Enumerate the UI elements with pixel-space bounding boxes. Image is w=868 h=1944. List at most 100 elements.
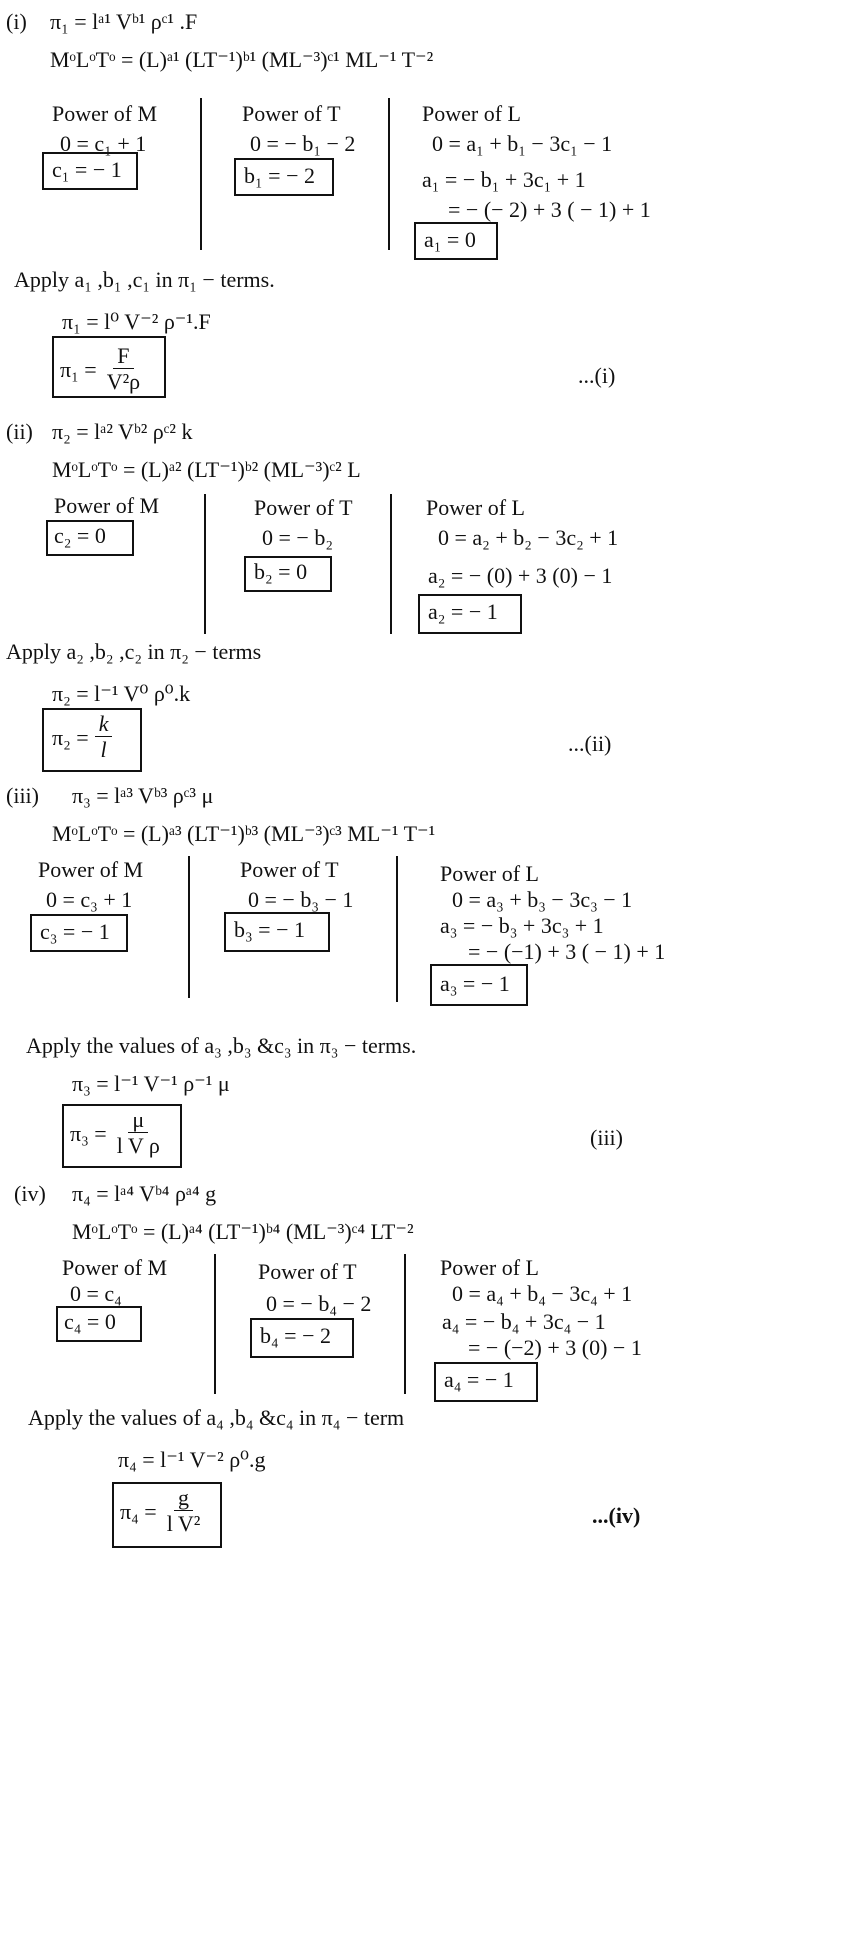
result-lhs: π₂ = — [52, 724, 89, 750]
result-box — [244, 556, 332, 592]
power-l-equation: 0 = a₁ + b₁ − 3c₁ − 1 — [432, 131, 613, 156]
numerator: g — [174, 1486, 194, 1511]
result-box — [42, 152, 138, 190]
denominator: l — [100, 737, 107, 762]
column-divider — [404, 1254, 406, 1394]
pi-definition: π₂ = lᵃ² Vᵇ² ρᶜ² k — [52, 419, 193, 444]
pi-definition: π₄ = lᵃ⁴ Vᵇ⁴ ρᵃ⁴ g — [72, 1181, 217, 1206]
power-m-title: Power of M — [54, 493, 160, 518]
power-t-equation: 0 = − b₃ − 1 — [248, 887, 354, 912]
power-m-equation: 0 = c₄ — [70, 1281, 122, 1306]
denominator: l V ρ — [116, 1133, 160, 1158]
substitution: π₃ = l⁻¹ V⁻¹ ρ⁻¹ μ — [72, 1071, 230, 1096]
power-t-result: b₄ = − 2 — [260, 1323, 331, 1348]
result-box — [56, 1306, 142, 1342]
fraction: g l V² — [163, 1486, 205, 1537]
power-m-result: c₃ = − 1 — [40, 919, 110, 944]
power-t-result: b₁ = − 2 — [244, 163, 315, 188]
result-lhs: π₃ = — [70, 1120, 107, 1146]
power-l-equation: a₄ = − b₄ + 3c₄ − 1 — [442, 1309, 606, 1334]
column-divider — [396, 856, 398, 1002]
power-m-title: Power of M — [52, 101, 158, 126]
final-result: π₄ = g l V² — [120, 1486, 204, 1537]
column-divider — [188, 856, 190, 998]
fraction: μ l V ρ — [113, 1108, 164, 1159]
fraction: k l — [94, 712, 113, 763]
apply-statement: Apply a₂ ,b₂ ,c₂ in π₂ − terms — [6, 639, 262, 664]
pi-definition: π₁ = lᵃ¹ Vᵇ¹ ρᶜ¹ .F — [50, 9, 198, 34]
equation-tag: ...(ii) — [568, 731, 612, 756]
dimension-equation: MᵒLᵒTᵒ = (L)ᵃ⁴ (LT⁻¹)ᵇ⁴ (ML⁻³)ᶜ⁴ LT⁻² — [72, 1219, 414, 1244]
power-l-title: Power of L — [440, 861, 539, 886]
power-t-title: Power of T — [240, 857, 339, 882]
result-lhs: π₄ = — [120, 1498, 157, 1524]
substitution: π₁ = l⁰ V⁻² ρ⁻¹.F — [62, 309, 211, 334]
dimension-equation: MᵒLᵒTᵒ = (L)ᵃ³ (LT⁻¹)ᵇ³ (ML⁻³)ᶜ³ ML⁻¹ T⁻… — [52, 821, 436, 846]
final-result: π₂ = k l — [52, 712, 113, 763]
denominator: V²ρ — [106, 369, 141, 394]
power-l-equation: a₂ = − (0) + 3 (0) − 1 — [428, 563, 613, 588]
power-l-equation: 0 = a₄ + b₄ − 3c₄ + 1 — [452, 1281, 633, 1306]
column-divider — [390, 494, 392, 634]
power-l-title: Power of L — [426, 495, 525, 520]
power-t-result: b₂ = 0 — [254, 559, 308, 584]
power-l-title: Power of L — [440, 1255, 539, 1280]
power-l-equation: a₃ = − b₃ + 3c₃ + 1 — [440, 913, 604, 938]
result-box — [434, 1362, 538, 1402]
column-divider — [200, 98, 202, 250]
power-l-equation: = − (−2) + 3 (0) − 1 — [468, 1335, 642, 1360]
numerator: μ — [128, 1108, 149, 1133]
power-l-equation: = − (− 2) + 3 ( − 1) + 1 — [448, 197, 651, 222]
part-label: (ii) — [6, 419, 33, 444]
substitution: π₄ = l⁻¹ V⁻² ρ⁰.g — [118, 1447, 266, 1472]
part-label: (i) — [6, 9, 27, 34]
substitution: π₂ = l⁻¹ V⁰ ρ⁰.k — [52, 681, 191, 706]
numerator: F — [113, 344, 134, 369]
equation-tag: ...(i) — [578, 363, 616, 388]
final-result: π₁ = F V²ρ — [60, 344, 144, 395]
power-m-result: c₄ = 0 — [64, 1309, 116, 1334]
apply-statement: Apply a₁ ,b₁ ,c₁ in π₁ − terms. — [14, 267, 275, 292]
result-box — [418, 594, 522, 634]
dimension-equation: MᵒLᵒTᵒ = (L)ᵃ² (LT⁻¹)ᵇ² (ML⁻³)ᶜ² L — [52, 457, 361, 482]
result-box — [430, 964, 528, 1006]
result-box — [30, 914, 128, 952]
power-t-equation: 0 = − b₂ — [262, 525, 333, 550]
result-box — [414, 222, 498, 260]
power-m-result: c₁ = − 1 — [52, 157, 122, 182]
power-l-result: a₄ = − 1 — [444, 1367, 514, 1392]
final-result-box — [112, 1482, 222, 1548]
power-l-equation: a₁ = − b₁ + 3c₁ + 1 — [422, 167, 586, 192]
apply-statement: Apply the values of a₄ ,b₄ &c₄ in π₄ − t… — [28, 1405, 405, 1430]
result-box — [46, 520, 134, 556]
power-l-result: a₁ = 0 — [424, 227, 476, 252]
power-l-equation: 0 = a₂ + b₂ − 3c₂ + 1 — [438, 525, 619, 550]
result-box — [250, 1318, 354, 1358]
power-m-title: Power of M — [62, 1255, 168, 1280]
power-t-equation: 0 = − b₁ − 2 — [250, 131, 356, 156]
power-l-result: a₃ = − 1 — [440, 971, 510, 996]
final-result: π₃ = μ l V ρ — [70, 1108, 164, 1159]
apply-statement: Apply the values of a₃ ,b₃ &c₃ in π₃ − t… — [26, 1033, 417, 1058]
power-t-equation: 0 = − b₄ − 2 — [266, 1291, 372, 1316]
result-box — [234, 158, 334, 196]
power-l-title: Power of L — [422, 101, 521, 126]
power-l-equation: = − (−1) + 3 ( − 1) + 1 — [468, 939, 666, 964]
part-label: (iv) — [14, 1181, 46, 1206]
power-t-result: b₃ = − 1 — [234, 917, 305, 942]
column-divider — [204, 494, 206, 634]
equation-tag: ...(iv) — [592, 1503, 641, 1528]
power-m-equation: 0 = c₃ + 1 — [46, 887, 133, 912]
power-m-result: c₂ = 0 — [54, 523, 106, 548]
power-t-title: Power of T — [258, 1259, 357, 1284]
power-l-equation: 0 = a₃ + b₃ − 3c₃ − 1 — [452, 887, 633, 912]
final-result-box — [52, 336, 166, 398]
power-m-title: Power of M — [38, 857, 144, 882]
part-label: (iii) — [6, 783, 39, 808]
fraction: F V²ρ — [103, 344, 144, 395]
final-result-box — [42, 708, 142, 772]
dimension-equation: MᵒLᵒTᵒ = (L)ᵃ¹ (LT⁻¹)ᵇ¹ (ML⁻³)ᶜ¹ ML⁻¹ T⁻… — [50, 47, 434, 72]
column-divider — [388, 98, 390, 250]
power-t-title: Power of T — [242, 101, 341, 126]
power-t-title: Power of T — [254, 495, 353, 520]
